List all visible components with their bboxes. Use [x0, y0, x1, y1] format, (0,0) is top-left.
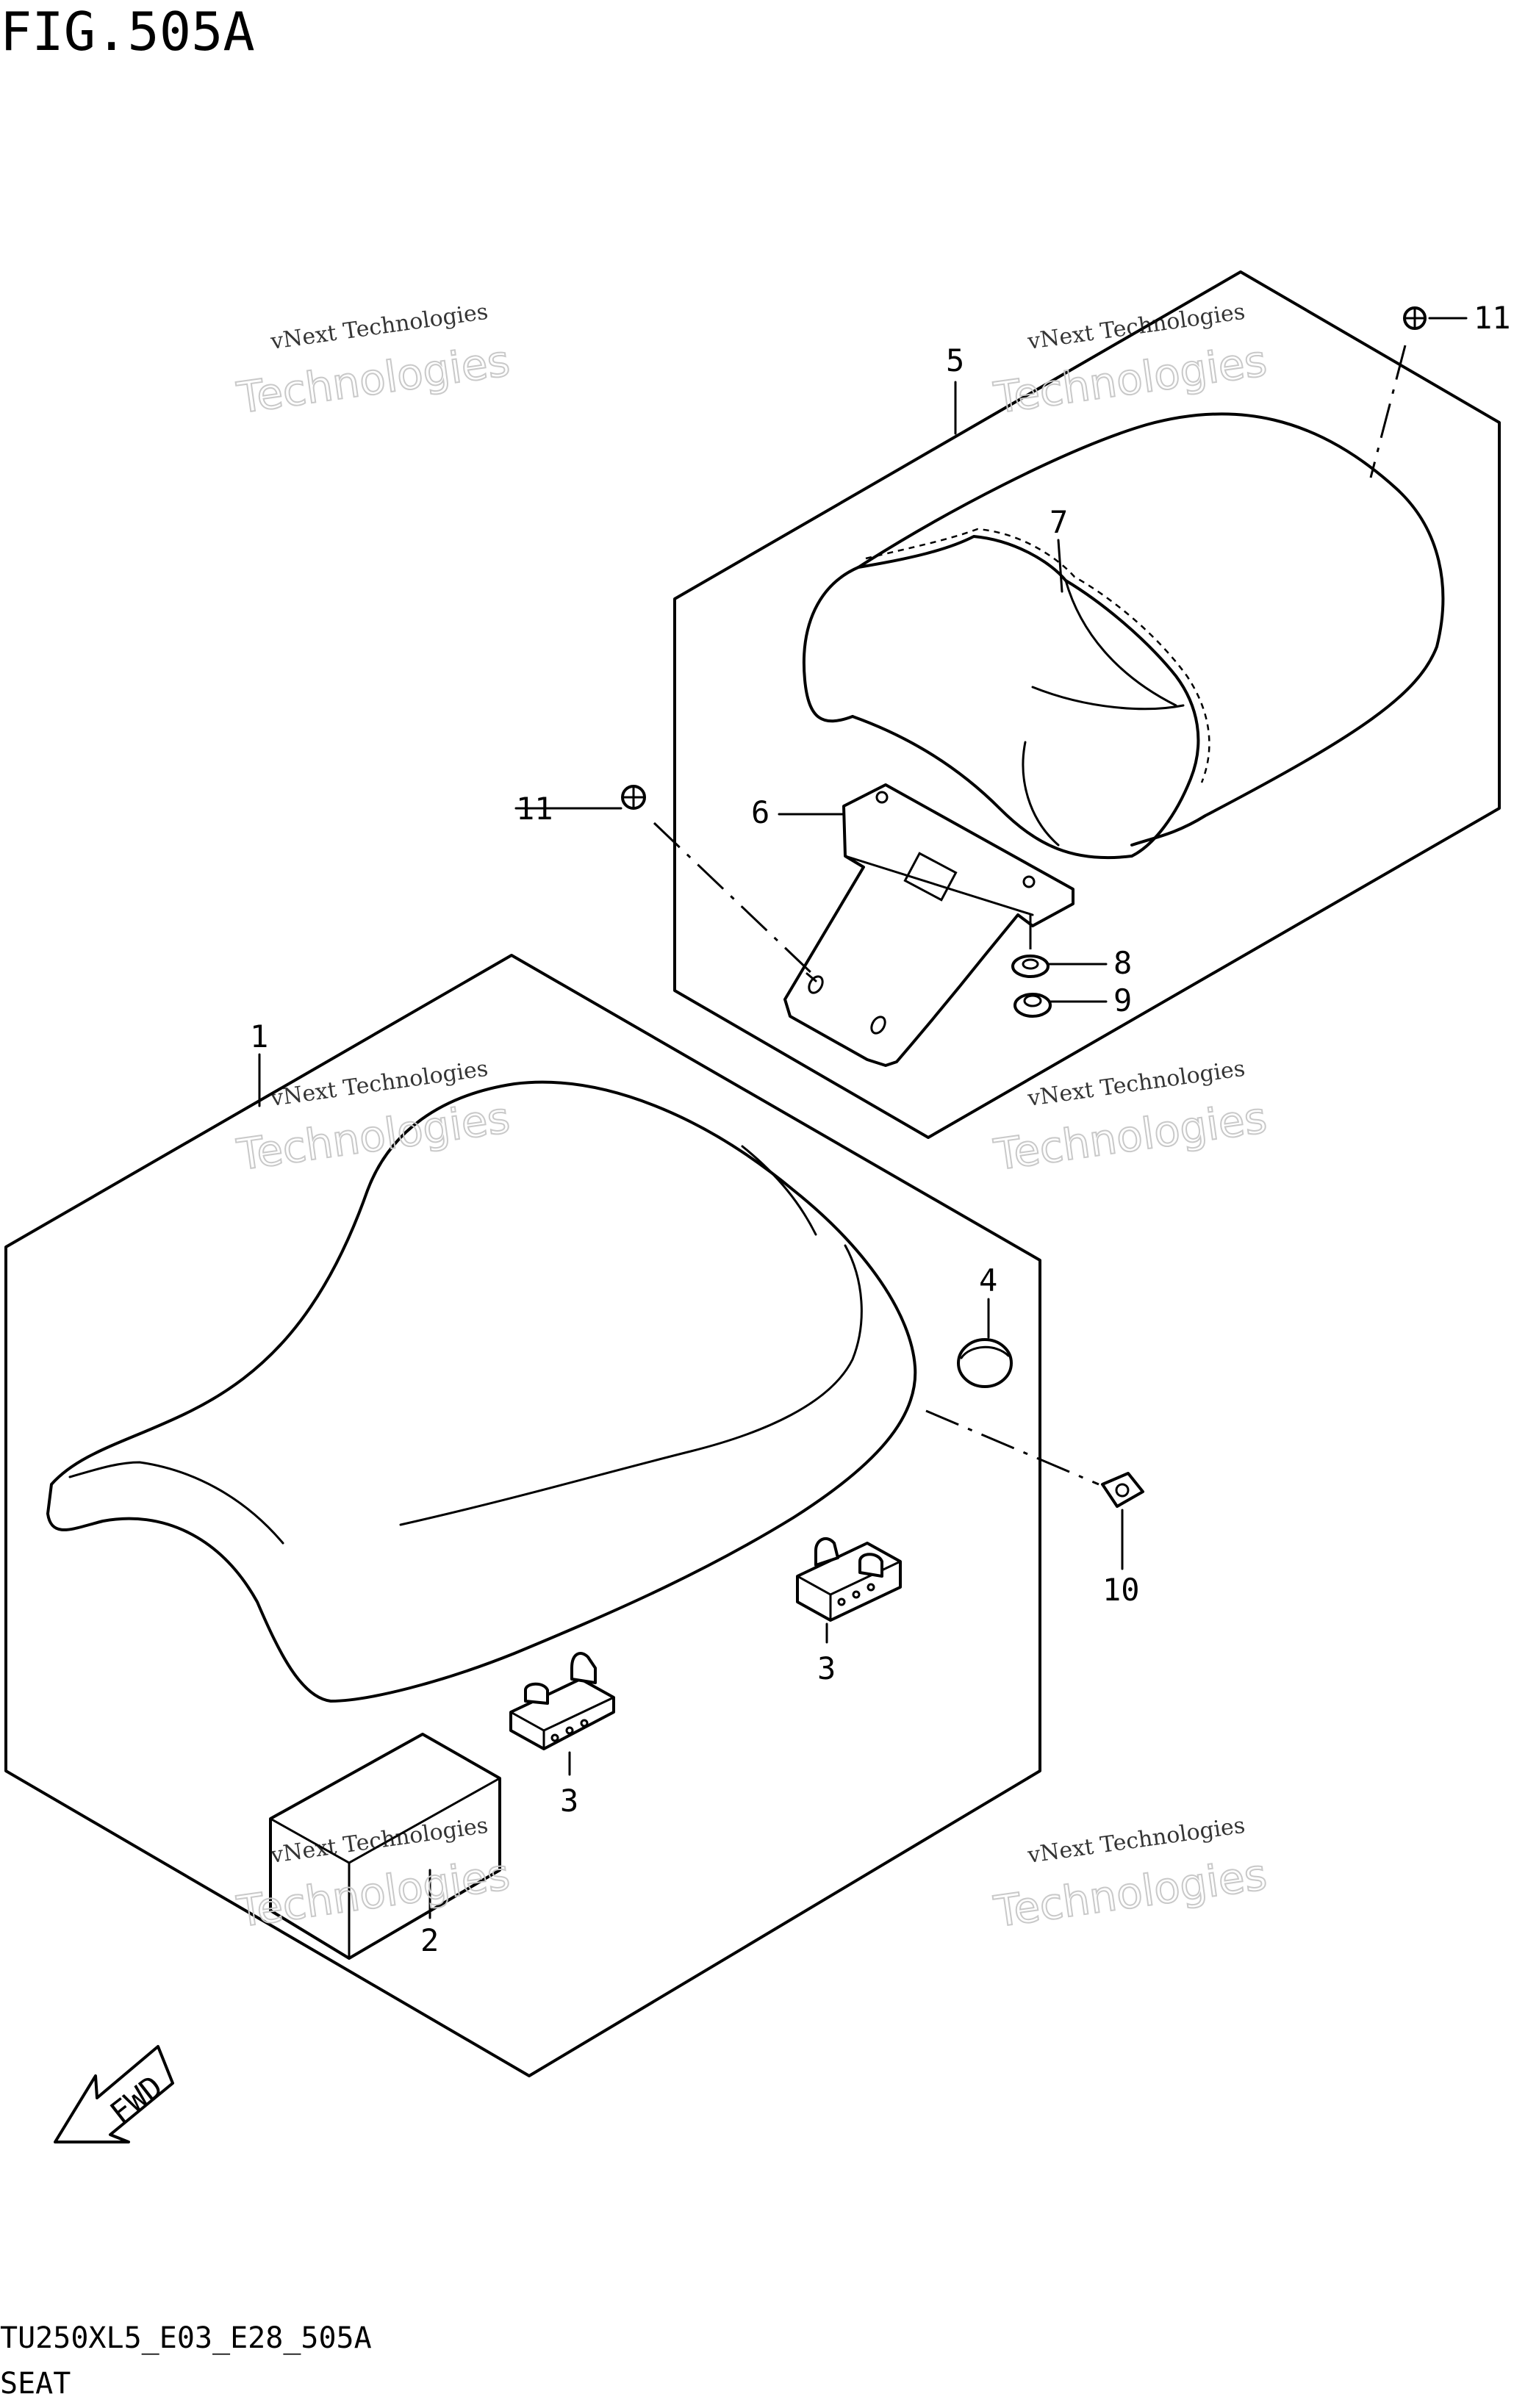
- fwd-arrow-icon: FWD: [54, 2045, 174, 2143]
- callout-4: 4: [979, 1262, 997, 1298]
- callout-6: 6: [751, 794, 769, 830]
- nut-9: [1013, 993, 1052, 1018]
- cushion-rubber-right: [796, 1537, 902, 1622]
- callout-1: 1: [250, 1018, 268, 1054]
- callout-7: 7: [1050, 504, 1068, 540]
- front-seat: [46, 1080, 917, 1703]
- seat-pad: [269, 1733, 501, 1960]
- callout-2: 2: [420, 1922, 439, 1958]
- watermark-6: vNext Technologies Technologies: [990, 1813, 1270, 1938]
- callout-10: 10: [1102, 1572, 1140, 1608]
- callout-3a: 3: [560, 1783, 578, 1819]
- washer-8: [1011, 955, 1050, 978]
- figure-code: TU250XL5_E03_E28_505A: [0, 2321, 372, 2355]
- figure-title: FIG.505A: [0, 1, 255, 62]
- bolt-11-left: [621, 785, 646, 810]
- callout-3b: 3: [817, 1650, 836, 1686]
- watermark-1: vNext Technologies Technologies: [233, 299, 513, 424]
- callout-11-left: 11: [516, 791, 553, 827]
- callout-11-top: 11: [1474, 300, 1511, 336]
- callout-9: 9: [1113, 982, 1132, 1018]
- front-seat-group-frame: [4, 954, 1041, 2077]
- watermark-2: vNext Technologies Technologies: [990, 299, 1270, 424]
- callout-8: 8: [1113, 945, 1132, 981]
- watermark-4: vNext Technologies Technologies: [990, 1056, 1270, 1181]
- damper-rubber: [957, 1338, 1013, 1388]
- figure-caption: SEAT: [0, 2367, 71, 2401]
- callout-5: 5: [946, 342, 964, 378]
- bolt-11-top: [1403, 306, 1427, 330]
- rear-seat-group-frame: [673, 270, 1501, 1139]
- cushion-rubber-left: [509, 1652, 615, 1750]
- seat-bracket: [783, 783, 1074, 1067]
- rear-seat-cushion: [803, 412, 1445, 860]
- bolt-10: [1101, 1472, 1144, 1508]
- watermark-3: vNext Technologies Technologies: [233, 1056, 513, 1181]
